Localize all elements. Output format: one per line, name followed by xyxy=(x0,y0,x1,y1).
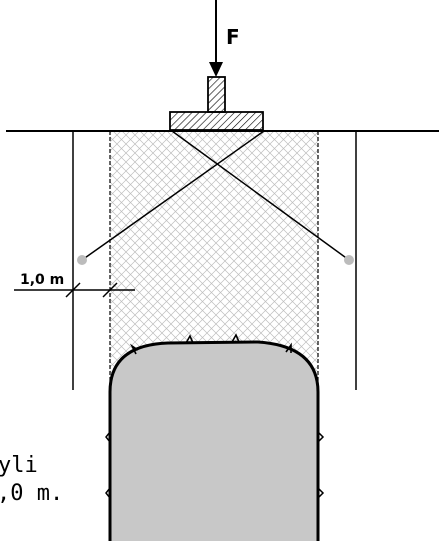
spread-end-marker-left xyxy=(77,255,87,265)
spread-end-marker-right xyxy=(344,255,354,265)
text-fragment-line1: yli xyxy=(0,453,38,478)
footing-stem xyxy=(207,76,226,113)
force-arrow-head xyxy=(209,62,223,77)
spread-line-right xyxy=(171,130,350,261)
footing-base xyxy=(169,111,264,131)
force-label: F xyxy=(226,25,240,49)
dimension-label: 1,0 m xyxy=(20,272,64,288)
dimension-tick-right xyxy=(102,282,118,298)
text-fragment-line2: ,0 m. xyxy=(0,481,63,506)
gray-body-outline xyxy=(108,340,320,393)
gray-body xyxy=(110,342,318,541)
dimension-tick-left xyxy=(65,282,81,298)
break-marks xyxy=(105,431,325,499)
outline-teeth xyxy=(129,333,292,355)
spread-line-left xyxy=(81,130,265,261)
